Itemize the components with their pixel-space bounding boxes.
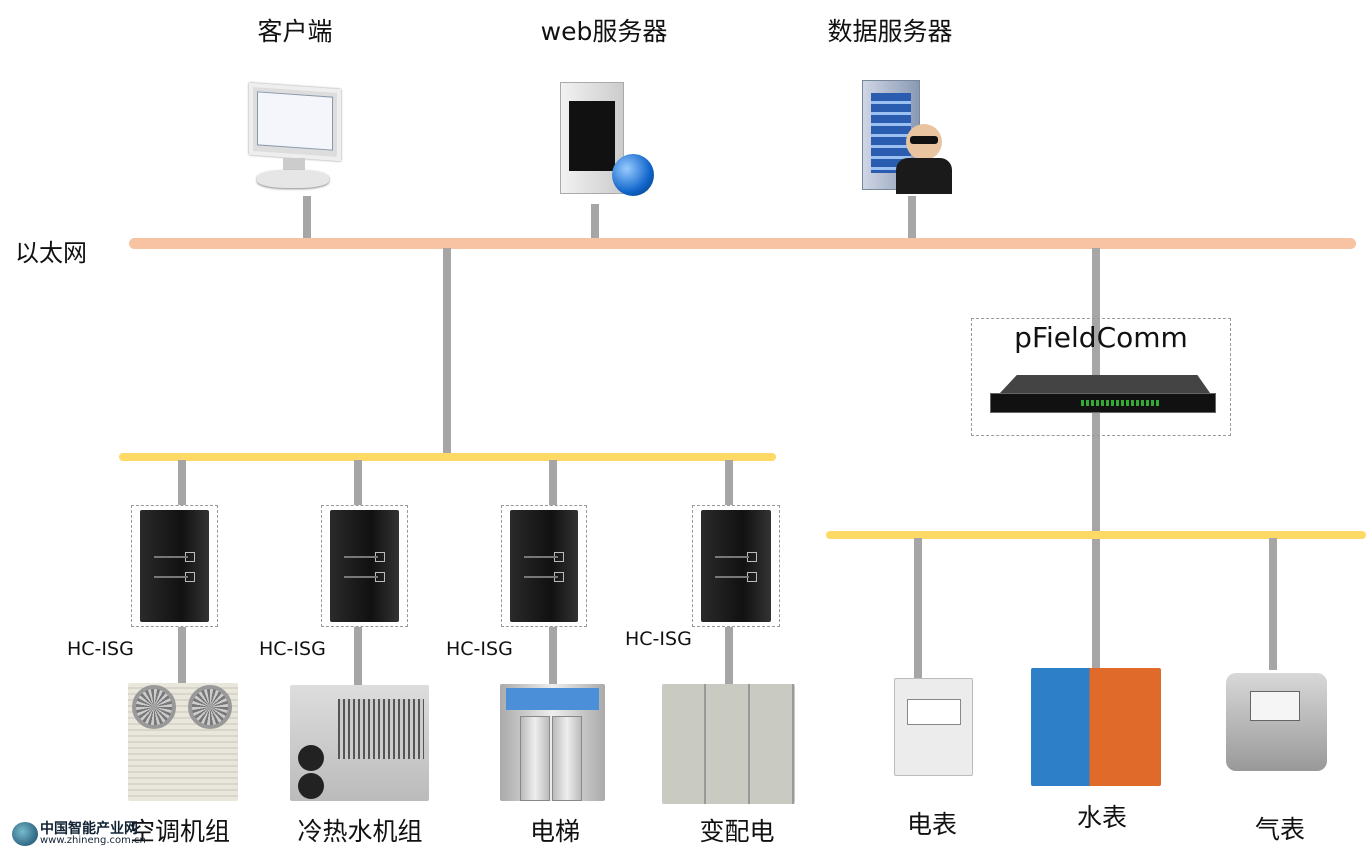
database-server-icon [862, 80, 952, 196]
connector-line [591, 204, 599, 244]
hc-isg-label: HC-ISG [67, 638, 134, 660]
web-server-icon [560, 82, 656, 200]
hc-isg-device [501, 505, 587, 627]
meter-label: 水表 [1076, 803, 1128, 832]
equipment-label: 空调机组 [129, 817, 231, 846]
pfieldcomm-label: pFieldComm [1014, 321, 1188, 354]
equipment-label: 电梯 [529, 817, 581, 846]
field-bus-right [826, 531, 1366, 539]
switchgear-image [662, 684, 795, 804]
connector-line [1269, 538, 1277, 670]
hc-isg-label: HC-ISG [259, 638, 326, 660]
electricity-meter-image [894, 678, 973, 776]
data-server-label: 数据服务器 [827, 17, 953, 46]
watermark-name: 中国智能产业网 [40, 821, 138, 837]
equipment-label: 变配电 [699, 817, 775, 846]
hc-isg-device [321, 505, 408, 627]
hc-isg-device [692, 505, 780, 627]
hc-isg-label: HC-ISG [625, 628, 692, 650]
chiller-image [290, 685, 429, 801]
hc-isg-device [131, 505, 218, 627]
connector-line [303, 196, 311, 244]
gas-meter-image [1226, 673, 1327, 771]
ethernet-bus [129, 238, 1356, 249]
meter-label: 气表 [1254, 815, 1306, 844]
desktop-computer-icon [247, 82, 343, 190]
air-conditioner-image [128, 683, 238, 801]
watermark-url: www.zhineng.com.cn [40, 835, 146, 846]
client-label: 客户端 [257, 17, 333, 46]
connector-line [1092, 248, 1100, 673]
connector-line [914, 538, 922, 680]
elevator-image [500, 684, 605, 801]
equipment-label: 冷热水机组 [297, 817, 423, 846]
connector-line [908, 196, 916, 244]
connector-line [443, 248, 451, 458]
water-meter-image [1031, 668, 1161, 786]
ethernet-label: 以太网 [15, 239, 87, 267]
pfieldcomm-device: pFieldComm [971, 318, 1231, 436]
watermark-logo: 中国智能产业网 www.zhineng.com.cn [12, 818, 152, 850]
field-bus-left [119, 453, 776, 461]
web-server-label: web服务器 [540, 17, 668, 46]
meter-label: 电表 [906, 810, 958, 839]
hc-isg-label: HC-ISG [446, 638, 513, 660]
